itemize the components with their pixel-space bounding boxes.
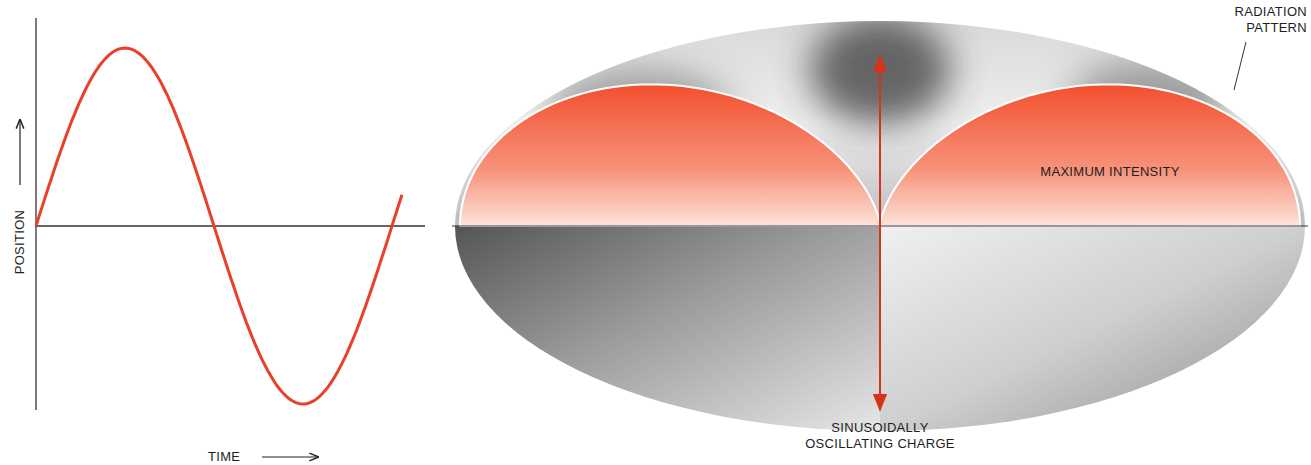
lobe-section — [880, 84, 1300, 226]
y-axis — [35, 18, 36, 410]
x-axis — [36, 225, 425, 226]
leader-line — [1234, 42, 1246, 90]
pattern-lower-right — [880, 226, 1305, 431]
charge-arrow — [879, 56, 881, 410]
sine-curve — [36, 48, 402, 404]
pattern-lower-left — [455, 226, 880, 431]
charge-label: SINUSOIDALLY OSCILLATING CHARGE — [795, 420, 965, 452]
lobe-section — [460, 84, 880, 226]
pattern-label: RADIATION PATTERN — [1217, 4, 1307, 36]
axis-label: TIME — [208, 449, 240, 465]
axis-arrow — [19, 120, 20, 185]
region-label: MAXIMUM INTENSITY — [1040, 164, 1179, 180]
axis-arrow — [262, 456, 318, 457]
axis-label: POSITION — [12, 210, 28, 275]
